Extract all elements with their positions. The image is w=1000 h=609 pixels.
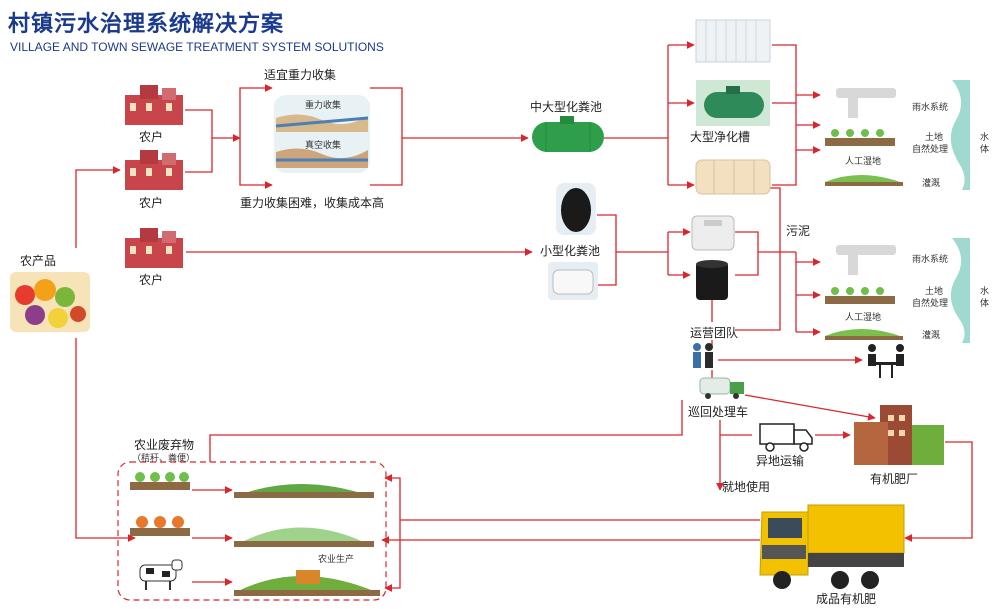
cow-icon [139, 559, 183, 590]
household-icon-2 [125, 150, 183, 190]
output-panel-bottom [822, 235, 970, 343]
top-rain-system: 雨水系统 [912, 103, 949, 113]
household-icon-3 [125, 228, 183, 268]
top-land-2: 自然处理 [912, 145, 949, 155]
fertilizer-plant-label: 有机肥厂 [870, 472, 919, 486]
ops-team-label: 运营团队 [690, 326, 739, 340]
ops-team-icon [693, 343, 713, 368]
dump-truck-icon [759, 504, 905, 589]
farm-products-label: 农产品 [20, 254, 57, 268]
top-irrigation: 灌溉 [922, 179, 941, 189]
finished-fertilizer-label: 成品有机肥 [816, 592, 877, 606]
output-panel-top [822, 78, 970, 190]
offsite-transport-label: 异地运输 [756, 454, 805, 468]
bottom-irrigation: 灌溉 [922, 331, 941, 341]
page-subtitle: VILLAGE AND TOWN SEWAGE TREATMENT SYSTEM… [10, 40, 384, 54]
meeting-icon [868, 344, 904, 378]
bottom-wetland: 人工湿地 [845, 313, 882, 323]
fertilizer-plant-icon [854, 405, 944, 465]
bottom-water-2: 体 [980, 299, 990, 309]
top-wetland: 人工湿地 [845, 157, 882, 167]
small-purifier-image-2 [696, 260, 728, 300]
flow-lines [75, 41, 973, 592]
ag-production-bed-1 [234, 484, 374, 498]
offsite-truck-icon [759, 423, 813, 452]
small-septic-tank-image-1 [556, 183, 596, 235]
page-title: 村镇污水治理系统解决方案 [8, 12, 285, 37]
household-icon-1 [125, 85, 183, 125]
sludge-label: 污泥 [786, 224, 811, 238]
bottom-land-2: 自然处理 [912, 299, 949, 309]
ag-production-bed-2 [234, 527, 374, 547]
small-purifier-image-1 [691, 215, 735, 251]
top-water-2: 体 [980, 145, 990, 155]
img-gravity-label: 重力收集 [305, 101, 342, 111]
large-purifier-label: 大型净化槽 [690, 130, 751, 144]
ag-waste-label: 农业废弃物 [134, 438, 195, 452]
ag-waste-pumpkins [130, 516, 190, 536]
gravity-hard-label: 重力收集困难，收集成本高 [240, 196, 385, 210]
bottom-water-1: 水 [980, 287, 990, 297]
mid-septic-tank-image [532, 116, 604, 152]
household-label-2: 农户 [139, 196, 164, 210]
household-label-3: 农户 [139, 273, 164, 287]
top-water-1: 水 [980, 133, 990, 143]
ag-waste-note: （秸秆、粪便） [132, 454, 196, 464]
bottom-rain-system: 雨水系统 [912, 255, 949, 265]
small-septic-tank-image-2 [548, 262, 598, 300]
ag-production-label: 农业生产 [318, 555, 355, 565]
ag-production-bed-3 [234, 570, 380, 596]
mid-septic-label: 中大型化粪池 [530, 100, 603, 114]
tank-unit-image [695, 159, 771, 195]
onsite-use-label: 就地使用 [722, 480, 771, 494]
household-label-1: 农户 [139, 130, 164, 144]
ag-cycle-box [117, 461, 387, 601]
ag-waste-crops [130, 472, 190, 490]
container-unit-image [695, 19, 771, 63]
patrol-truck-icon [699, 377, 744, 399]
img-vacuum-label: 真空收集 [305, 141, 342, 151]
small-septic-label: 小型化粪池 [540, 244, 601, 258]
gravity-collection-image [274, 95, 370, 173]
patrol-truck-label: 巡回处理车 [688, 405, 749, 419]
gravity-ok-label: 适宜重力收集 [264, 68, 337, 82]
top-land-1: 土地 [925, 133, 944, 143]
large-purifier-image [696, 80, 770, 126]
bottom-land-1: 土地 [925, 287, 944, 297]
farm-products-image [10, 272, 90, 332]
